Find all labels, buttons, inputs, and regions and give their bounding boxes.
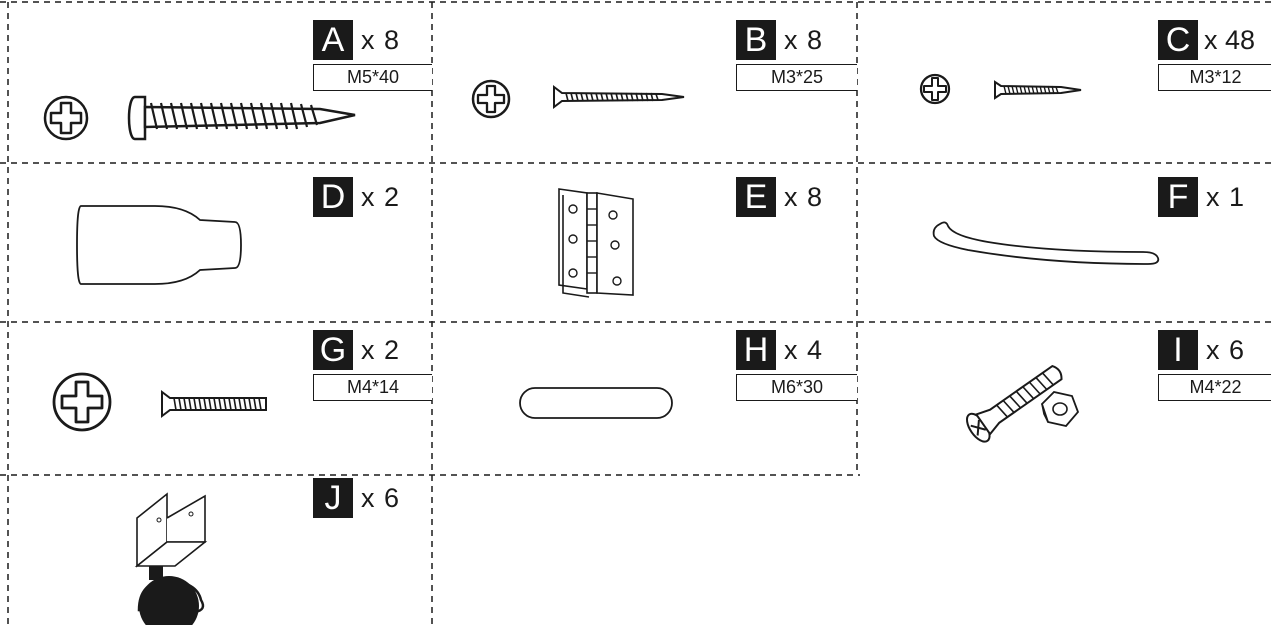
- part-letter: G: [313, 330, 353, 370]
- part-size-label: M4*22: [1158, 374, 1271, 401]
- part-c-badge: C x 48: [1158, 20, 1269, 60]
- part-quantity: x 48: [1198, 20, 1269, 60]
- wood-screw-icon: [125, 95, 365, 145]
- part-size-label: M3*12: [1158, 64, 1271, 91]
- part-quantity: x 6: [353, 478, 431, 518]
- part-size-label: M3*25: [736, 64, 857, 91]
- part-h-badge: H x 4: [736, 330, 854, 370]
- part-size-label: M4*14: [313, 374, 432, 401]
- caster-wheel-icon: [125, 490, 225, 625]
- part-letter: B: [736, 20, 776, 60]
- part-j-badge: J x 6: [313, 478, 431, 518]
- part-letter: F: [1158, 177, 1198, 217]
- part-letter: C: [1158, 20, 1198, 60]
- part-i-badge: I x 6: [1158, 330, 1271, 370]
- part-letter: I: [1158, 330, 1198, 370]
- machine-bolt-icon: [160, 390, 270, 418]
- part-quantity: x 6: [1198, 330, 1271, 370]
- part-e-badge: E x 8: [736, 177, 854, 217]
- part-letter: D: [313, 177, 353, 217]
- part-letter: E: [736, 177, 776, 217]
- part-size-label: M6*30: [736, 374, 857, 401]
- part-quantity: x 1: [1198, 177, 1271, 217]
- phillips-head-icon: [50, 370, 114, 434]
- part-size-label: M5*40: [313, 64, 432, 91]
- part-d-badge: D x 2: [313, 177, 431, 217]
- part-quantity: x 4: [776, 330, 854, 370]
- phillips-head-icon: [42, 94, 90, 142]
- wood-screw-icon: [552, 85, 692, 109]
- part-b-badge: B x 8: [736, 20, 854, 60]
- part-letter: H: [736, 330, 776, 370]
- part-quantity: x 2: [353, 330, 431, 370]
- curved-handle-icon: [928, 218, 1168, 278]
- part-quantity: x 8: [353, 20, 431, 60]
- part-letter: A: [313, 20, 353, 60]
- part-g-badge: G x 2: [313, 330, 431, 370]
- hinge-icon: [555, 185, 645, 305]
- part-quantity: x 2: [353, 177, 431, 217]
- part-a-badge: A x 8: [313, 20, 431, 60]
- part-letter: J: [313, 478, 353, 518]
- phillips-head-icon: [470, 78, 512, 120]
- phillips-head-icon: [918, 72, 952, 106]
- furniture-foot-icon: [75, 200, 245, 290]
- wood-screw-icon: [993, 80, 1093, 100]
- part-quantity: x 8: [776, 20, 854, 60]
- part-quantity: x 8: [776, 177, 854, 217]
- wooden-dowel-icon: [518, 386, 678, 422]
- part-f-badge: F x 1: [1158, 177, 1271, 217]
- bolt-and-nut-icon: [955, 340, 1105, 450]
